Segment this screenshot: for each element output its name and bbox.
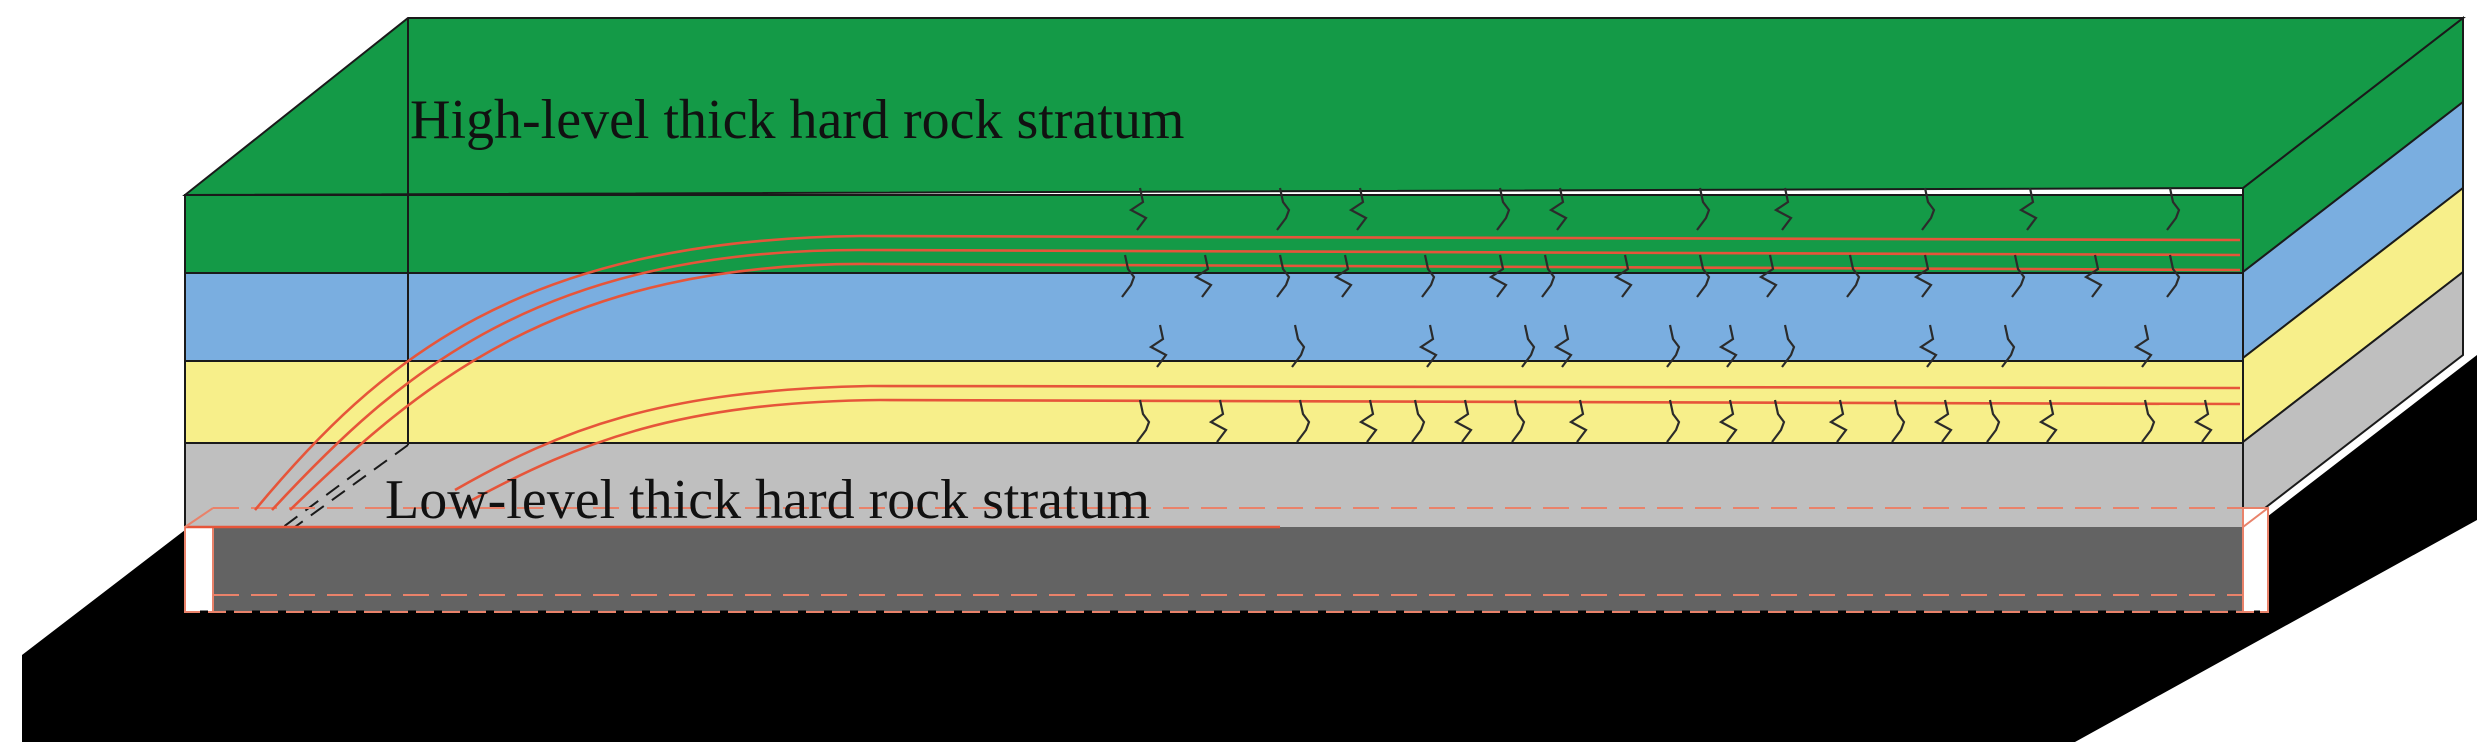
fracture-mark — [1411, 399, 1426, 443]
fracture-mark — [2193, 399, 2213, 443]
fracture-mark — [1136, 399, 1151, 443]
borehole-high-3 — [289, 262, 2241, 511]
goaf-right-opening — [2242, 507, 2269, 613]
goaf-fill — [185, 527, 2243, 612]
fracture-mark — [1453, 399, 1473, 443]
coal-seam-goaf — [184, 507, 2269, 614]
borehole-high-2 — [271, 248, 2241, 511]
fracture-mark — [1568, 399, 1588, 443]
fracture-mark — [1921, 187, 1936, 231]
fracture-mark — [1846, 254, 1861, 298]
fracture-mark — [1933, 399, 1953, 443]
fracture-mark — [1773, 187, 1793, 231]
fracture-mark — [1696, 187, 1711, 231]
fracture-mark — [1276, 187, 1291, 231]
fracture-mark — [1913, 254, 1933, 298]
fracture-mark — [1918, 324, 1938, 368]
fracture-mark — [1758, 254, 1778, 298]
borehole-low-1 — [454, 384, 2241, 492]
coal-left-slant — [184, 507, 214, 528]
high-stratum-label: High-level thick hard rock stratum — [410, 89, 1184, 151]
fracture-mark — [1541, 254, 1556, 298]
fracture-mark — [1193, 254, 1213, 298]
fracture-mark — [2166, 187, 2181, 231]
coal-right-slant — [2242, 507, 2269, 528]
fracture-mark — [1333, 254, 1353, 298]
block-right-side — [2242, 15, 2464, 528]
fracture-mark — [1891, 399, 1906, 443]
fracture-mark — [1771, 399, 1786, 443]
fracture-mark — [1986, 399, 2001, 443]
goaf-left-opening — [184, 526, 214, 613]
borehole-high-1 — [254, 234, 2241, 511]
fracture-marks — [1121, 187, 2213, 443]
fracture-mark — [1291, 324, 1306, 368]
fracture-mark — [2018, 187, 2038, 231]
fracture-mark — [1276, 254, 1291, 298]
fracture-mark — [1418, 324, 1438, 368]
fracture-mark — [1718, 324, 1738, 368]
fracture-mark — [1666, 399, 1681, 443]
low-stratum-label: Low-level thick hard rock stratum — [385, 469, 1150, 531]
fracture-mark — [1666, 324, 1681, 368]
fracture-mark — [2133, 324, 2153, 368]
front-green-layer — [184, 194, 2244, 274]
top-face — [182, 17, 2466, 197]
back-dashed-edge — [189, 444, 409, 604]
fracture-mark — [2011, 254, 2026, 298]
fracture-mark — [1553, 324, 1573, 368]
fracture-mark — [1208, 399, 1228, 443]
fracture-mark — [1348, 187, 1368, 231]
fracture-mark — [1828, 399, 1848, 443]
fracture-mark — [1358, 399, 1378, 443]
fracture-mark — [1548, 187, 1568, 231]
fracture-mark — [2083, 254, 2103, 298]
fracture-mark — [2038, 399, 2058, 443]
boreholes — [254, 234, 2241, 511]
fracture-mark — [1511, 399, 1526, 443]
fracture-mark — [1781, 324, 1796, 368]
fracture-mark — [1718, 399, 1738, 443]
fracture-mark — [1128, 187, 1148, 231]
fracture-mark — [1421, 254, 1436, 298]
fracture-mark — [1121, 254, 1136, 298]
fracture-mark — [2166, 254, 2181, 298]
fracture-mark — [1488, 254, 1508, 298]
fracture-mark — [2001, 324, 2016, 368]
fracture-mark — [1521, 324, 1536, 368]
fracture-mark — [1696, 254, 1711, 298]
fracture-mark — [2141, 399, 2156, 443]
fracture-mark — [1496, 187, 1511, 231]
borehole-low-2 — [471, 398, 2241, 502]
fracture-mark — [1148, 324, 1168, 368]
fracture-mark — [1613, 254, 1633, 298]
fracture-mark — [1296, 399, 1311, 443]
